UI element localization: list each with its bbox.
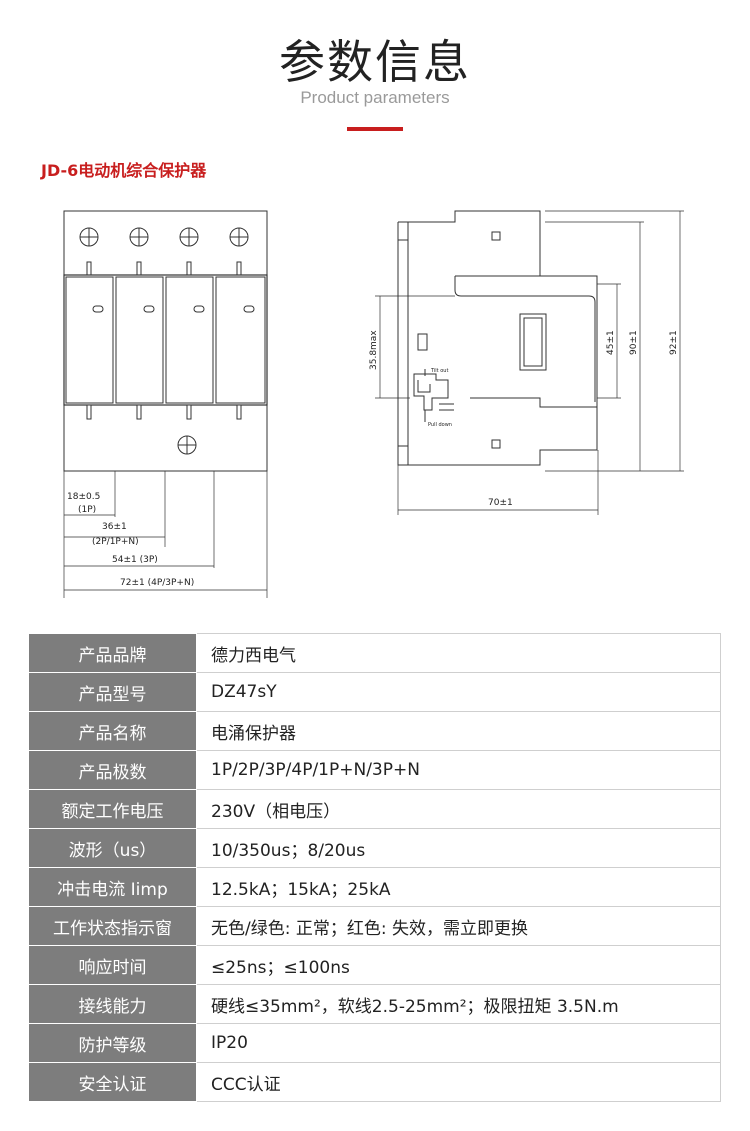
- dim-92: 92±1: [669, 330, 679, 355]
- dim-max: 35.8max: [369, 330, 379, 370]
- spec-value: ≤25ns；≤100ns: [196, 945, 721, 985]
- terminal-screw-icon: [79, 227, 249, 247]
- table-row: 响应时间 ≤25ns；≤100ns: [28, 945, 721, 985]
- spec-value: 硬线≤35mm²，软线2.5-25mm²；极限扭矩 3.5N.m: [196, 984, 721, 1024]
- table-row: 接线能力 硬线≤35mm²，软线2.5-25mm²；极限扭矩 3.5N.m: [28, 984, 721, 1024]
- spec-key: 产品型号: [28, 672, 197, 712]
- spec-value: IP20: [196, 1023, 721, 1063]
- table-row: 安全认证 CCC认证: [28, 1062, 721, 1102]
- dim-90: 90±1: [629, 330, 639, 355]
- dim-2p-note: (2P/1P+N): [92, 537, 139, 547]
- tilt-out-label: Tilt out: [430, 368, 448, 374]
- dim-4p: 72±1 (4P/3P+N): [120, 578, 194, 588]
- pull-down-label: Pull down: [428, 422, 452, 428]
- dim-70: 70±1: [488, 498, 513, 508]
- dim-45: 45±1: [606, 330, 616, 355]
- table-row: 产品品牌 德力西电气: [28, 633, 721, 673]
- table-row: 波形（us） 10/350us；8/20us: [28, 828, 721, 868]
- table-row: 工作状态指示窗 无色/绿色: 正常；红色: 失效，需立即更换: [28, 906, 721, 946]
- table-row: 产品名称 电涌保护器: [28, 711, 721, 751]
- side-view: [375, 210, 684, 515]
- spec-key: 接线能力: [28, 984, 197, 1024]
- table-row: 额定工作电压 230V（相电压）: [28, 789, 721, 829]
- dim-1p: 18±0.5: [67, 492, 100, 502]
- spec-value: 12.5kA；15kA；25kA: [196, 867, 721, 907]
- dimension-drawing: 18±0.5 (1P) 36±1 (2P/1P+N) 54±1 (3P) 72±…: [63, 210, 684, 598]
- spec-table: 产品品牌 德力西电气 产品型号 DZ47sY 产品名称 电涌保护器 产品极数 1…: [28, 633, 721, 1102]
- spec-key: 工作状态指示窗: [28, 906, 197, 946]
- table-row: 产品极数 1P/2P/3P/4P/1P+N/3P+N: [28, 750, 721, 790]
- spec-value: 230V（相电压）: [196, 789, 721, 829]
- spec-key: 响应时间: [28, 945, 197, 985]
- spec-value: 德力西电气: [196, 633, 721, 673]
- table-row: 防护等级 IP20: [28, 1023, 721, 1063]
- spec-key: 冲击电流 Iimp: [28, 867, 197, 907]
- dim-3p: 54±1 (3P): [112, 555, 158, 565]
- terminal-screw-icon: [177, 435, 197, 455]
- spec-key: 防护等级: [28, 1023, 197, 1063]
- spec-value: 10/350us；8/20us: [196, 828, 721, 868]
- page-subtitle: Product parameters: [300, 88, 450, 107]
- spec-value: 1P/2P/3P/4P/1P+N/3P+N: [196, 750, 721, 790]
- spec-value: DZ47sY: [196, 672, 721, 712]
- table-row: 产品型号 DZ47sY: [28, 672, 721, 712]
- spec-key: 额定工作电压: [28, 789, 197, 829]
- table-row: 冲击电流 Iimp 12.5kA；15kA；25kA: [28, 867, 721, 907]
- spec-key: 产品极数: [28, 750, 197, 790]
- model-name: JD-6电动机综合保护器: [41, 161, 207, 180]
- title-underline: [347, 127, 403, 131]
- page-title: 参数信息: [279, 35, 471, 89]
- spec-value: 无色/绿色: 正常；红色: 失效，需立即更换: [196, 906, 721, 946]
- dim-1p-note: (1P): [78, 505, 96, 515]
- spec-value: CCC认证: [196, 1062, 721, 1102]
- front-view: [63, 210, 268, 598]
- spec-key: 安全认证: [28, 1062, 197, 1102]
- spec-key: 产品名称: [28, 711, 197, 751]
- spec-value: 电涌保护器: [196, 711, 721, 751]
- dim-2p: 36±1: [102, 522, 127, 532]
- spec-key: 产品品牌: [28, 633, 197, 673]
- spec-key: 波形（us）: [28, 828, 197, 868]
